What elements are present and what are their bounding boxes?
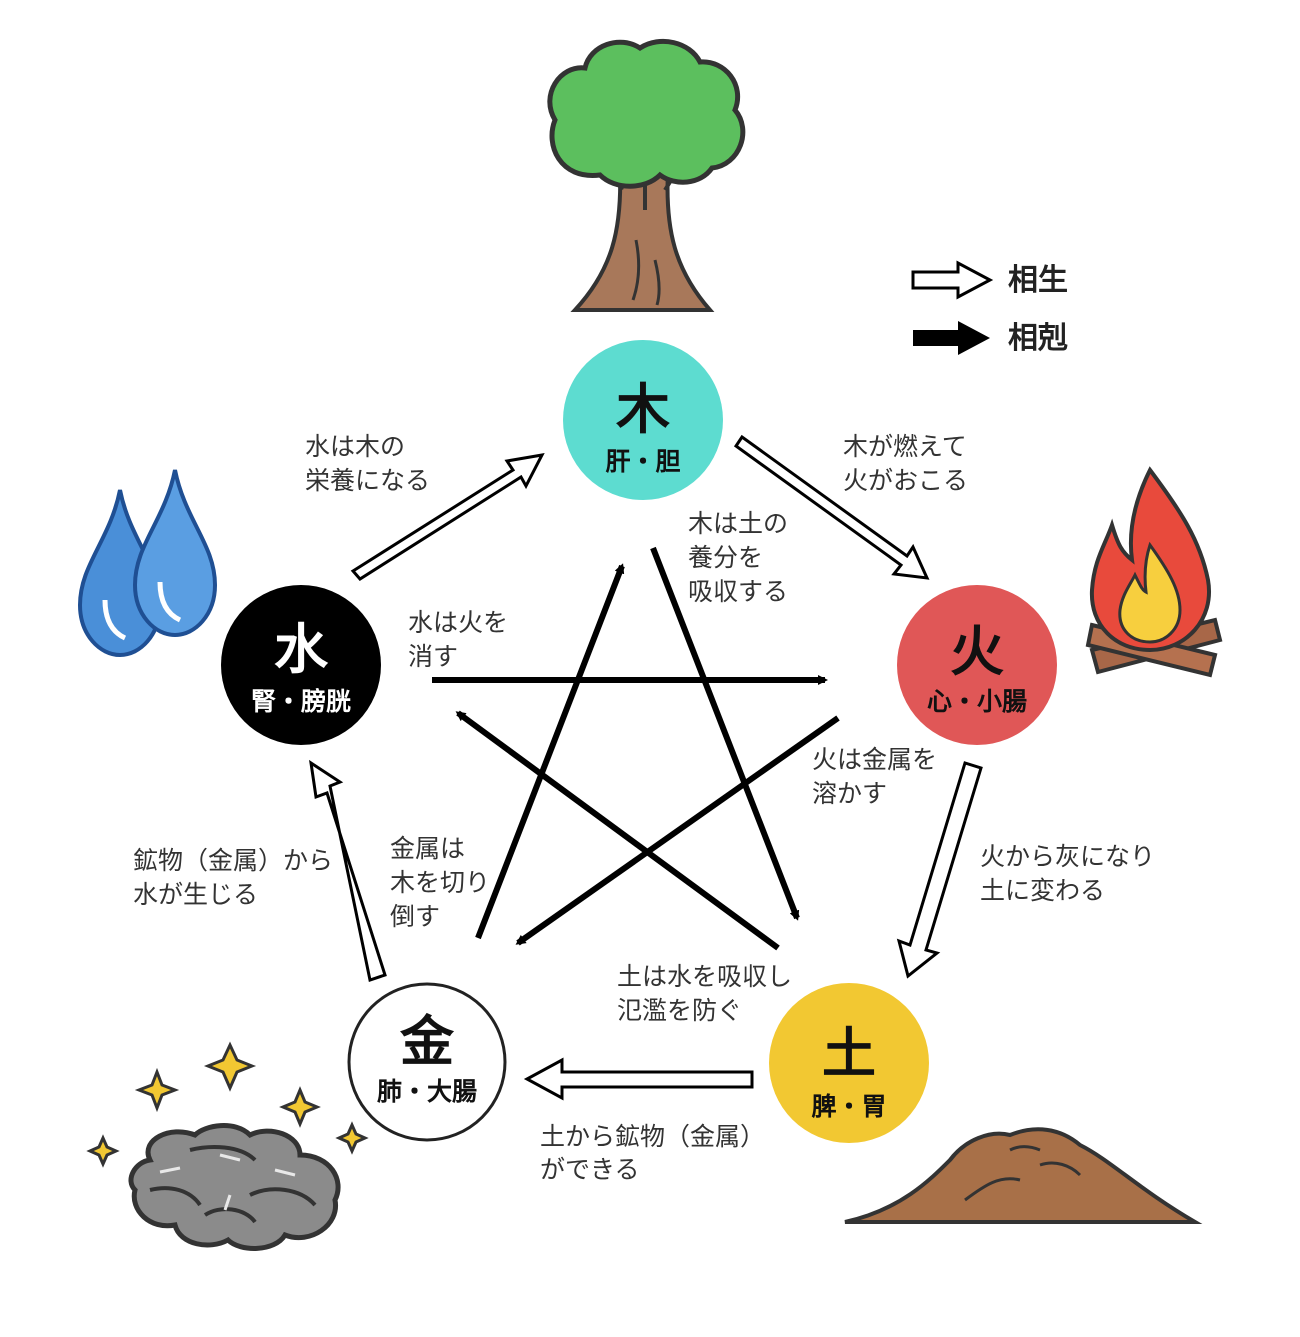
element-metal: 金 肺・大腸 [347, 982, 507, 1142]
label-wood-to-earth-line2: 養分を [688, 543, 763, 572]
water-symbol: 水 [274, 618, 329, 681]
fire-organs: 心・小腸 [927, 687, 1027, 716]
label-fire-to-earth-line2: 土に変わる [980, 876, 1105, 905]
tree-icon [547, 38, 746, 312]
controlling-labels: 木は土の 養分を 吸収する 水は火を 消す 火は金属を 溶かす 金属は 木を切り… [390, 509, 937, 1025]
arrow-fire-to-earth [896, 761, 983, 979]
metal-symbol: 金 [399, 1010, 455, 1073]
arrow-wood-to-fire [733, 434, 930, 580]
label-metal-to-water-line1: 鉱物（金属）から [133, 846, 333, 875]
label-fire-to-metal-line1: 火は金属を [812, 745, 937, 774]
controlling-arrows [432, 546, 840, 951]
legend-generating-arrow-icon [911, 260, 994, 300]
wood-organs: 肝・胆 [605, 447, 680, 476]
ore-rocks-icon [86, 1041, 369, 1251]
arrow-fire-to-metal [515, 715, 840, 946]
legend-controlling-label: 相剋 [1008, 321, 1068, 356]
arrow-earth-to-water [455, 710, 780, 951]
campfire-icon [1085, 466, 1223, 678]
label-water-to-fire-line2: 消す [408, 642, 458, 671]
fire-symbol: 火 [950, 620, 1004, 683]
element-earth: 土 脾・胃 [769, 983, 929, 1143]
legend: 相生 相剋 [911, 260, 1068, 356]
generating-labels: 水は木の 栄養になる 木が燃えて 火がおこる 火から灰になり 土に変わる 土から… [133, 432, 1155, 1184]
label-metal-to-wood-line2: 木を切り [390, 868, 490, 897]
label-water-to-wood-line2: 栄養になる [305, 466, 430, 495]
fire-circle [897, 585, 1057, 745]
earth-symbol: 土 [822, 1022, 876, 1085]
earth-organs: 脾・胃 [811, 1092, 886, 1121]
element-water: 水 腎・膀胱 [221, 585, 381, 745]
earth-circle [769, 983, 929, 1143]
arrow-wood-to-earth [650, 546, 800, 921]
arrow-metal-to-water [309, 759, 387, 982]
label-metal-to-water-line2: 水が生じる [133, 880, 258, 909]
metal-circle [347, 982, 507, 1142]
metal-organs: 肺・大腸 [377, 1077, 477, 1106]
label-water-to-wood-line1: 水は木の [305, 432, 405, 461]
label-water-to-fire-line1: 水は火を [408, 608, 508, 637]
generating-arrows [309, 434, 983, 1101]
label-wood-to-fire-line1: 木が燃えて [843, 432, 967, 461]
label-earth-to-metal-line1: 土から鉱物（金属） [540, 1122, 765, 1151]
label-earth-to-metal-line2: ができる [540, 1155, 640, 1184]
water-drops-icon [77, 469, 218, 658]
water-circle [221, 585, 381, 745]
legend-controlling-arrow-icon [913, 321, 990, 355]
label-earth-to-water-line2: 氾濫を防ぐ [617, 996, 742, 1025]
arrow-earth-to-metal [523, 1057, 754, 1101]
element-wood: 木 肝・胆 [563, 340, 723, 500]
label-wood-to-fire-line2: 火がおこる [843, 466, 968, 495]
label-fire-to-earth-line1: 火から灰になり [980, 842, 1155, 871]
wood-symbol: 木 [616, 378, 670, 441]
legend-generating-label: 相生 [1008, 263, 1068, 298]
label-metal-to-wood-line1: 金属は [390, 834, 465, 863]
label-wood-to-earth-line3: 吸収する [688, 577, 788, 606]
label-wood-to-earth-line1: 木は土の [688, 509, 788, 538]
label-earth-to-water-line1: 土は水を吸収し [617, 962, 792, 991]
label-fire-to-metal-line2: 溶かす [812, 779, 887, 808]
arrow-metal-to-wood [475, 563, 625, 940]
soil-mound-icon [844, 1127, 1203, 1224]
label-metal-to-wood-line3: 倒す [390, 902, 440, 931]
arrow-water-to-wood [350, 453, 545, 581]
water-organs: 腎・膀胱 [251, 687, 351, 716]
element-fire: 火 心・小腸 [897, 585, 1057, 745]
wood-circle [563, 340, 723, 500]
